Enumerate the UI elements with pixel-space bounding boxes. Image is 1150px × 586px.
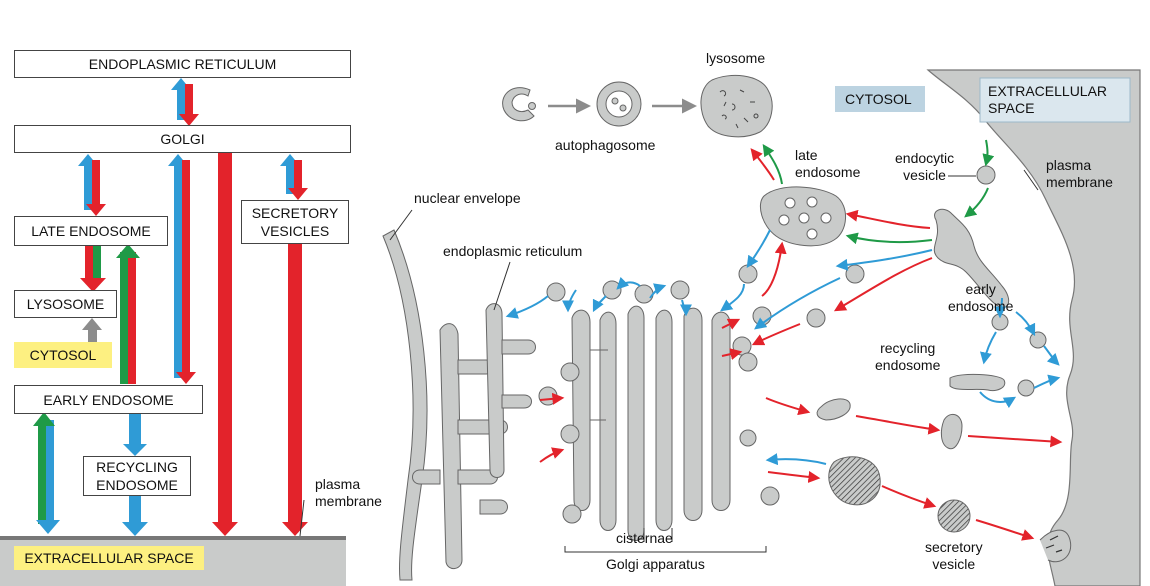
constitutive-vesicle [816,398,851,421]
recycling-arrows [979,297,1061,409]
recycling-endosome-shape [949,373,1006,391]
recycling-exocytosis-arrow [122,496,148,536]
left-plasma-membrane-line1: plasma [315,476,361,492]
endocytic-vesicle-label-1: endocytic [895,150,955,166]
cytosol-label: CYTOSOL [845,91,912,107]
plasma-membrane-bar [0,536,346,540]
er-golgi-blue-arrows [505,276,692,319]
extracellular-tag-bg [979,77,1131,123]
recycling-endosome-label-1: recycling [880,340,936,356]
endocytosis-arrow [33,412,60,534]
cytosol-lysosome-arrow [82,318,102,344]
extracellular-label-2: SPACE [988,100,1035,116]
constitutive-vesicle-2 [940,413,963,450]
er-golgi-red-arrows [539,318,743,463]
er-label: endoplasmic reticulum [443,243,583,259]
secretory-vesicles-label-2: VESICLES [260,223,330,239]
transport-vesicles [538,165,1047,524]
early-endosome-label-2: endosome [948,298,1014,314]
early-late-endosome-arrow [116,244,140,384]
cytosol-tag: CYTOSOL [14,342,112,368]
lysosome-label: lysosome [706,50,766,66]
golgi-secretion-arrow [212,153,238,536]
leader-lines [299,169,1039,553]
er-box: ENDOPLASMIC RETICULUM [14,50,351,78]
late-endosome-vesicles [778,196,832,240]
extracellular-label-1: EXTRACELLULAR [988,83,1108,99]
regulated-secretion-arrows [765,453,1035,541]
early-endosome-box: EARLY ENDOSOME [14,385,203,414]
er-box-label: ENDOPLASMIC RETICULUM [88,56,277,72]
early-recycling-arrow [123,414,147,456]
immature-granule [828,456,881,506]
cisternae-label: cisternae [616,530,673,546]
right-plasma-membrane-label-2: membrane [1046,174,1113,190]
golgi-box: GOLGI [14,125,351,153]
golgi-early-endosome-arrow [168,154,196,384]
secretory-vesicle-label-1: secretory [925,539,983,555]
nuclear-envelope-label: nuclear envelope [414,190,521,206]
lysosome-shape [700,74,773,138]
extracellular-space-tag: EXTRACELLULAR SPACE [14,546,204,570]
recycling-endosome-label-2: endosome [875,357,941,373]
er-shape [412,303,536,569]
recycling-endosome-label-1: RECYCLING [96,459,178,475]
golgi-cisternae [571,305,731,541]
secretory-vesicle-shape [937,499,971,533]
lysosome-debris [719,89,759,129]
endocytic-vesicle-label-2: vesicle [903,167,946,183]
golgi-late-endosome-arrow [78,154,106,216]
autophagosome-inner [605,90,633,118]
late-endosome-box-label: LATE ENDOSOME [31,223,151,239]
er-golgi-arrow [171,78,199,126]
secretory-vesicles-box: SECRETORY VESICLES [241,200,349,244]
left-arrows-layer [0,78,346,586]
right-plasma-membrane-label-1: plasma [1046,157,1092,173]
golgi-secretory-arrow [280,154,308,200]
secretory-vesicle-label-2: vesicle [932,556,976,572]
golgi-apparatus-label: Golgi apparatus [606,556,705,572]
cytosol-tag-label: CYTOSOL [29,347,97,363]
golgi-box-label: GOLGI [160,131,205,147]
late-endosome-label-2: endosome [795,164,861,180]
nuclear-envelope [382,229,428,581]
late-endosome-box: LATE ENDOSOME [14,216,168,246]
late-endosome-lysosome-arrow [80,246,106,292]
golgi-early-endosome-arrows [751,249,933,346]
lysosome-box: LYSOSOME [14,290,117,318]
early-endosome-label-1: early [965,281,996,297]
constitutive-secretion-arrows [765,397,1063,448]
recycling-endosome-box: RECYCLING ENDOSOME [83,456,191,496]
exocytosis-site [1039,529,1072,563]
recycling-endosome-label-2: ENDOSOME [96,477,178,493]
lysosomal-pathway-arrows [720,139,995,312]
early-endosome-box-label: EARLY ENDOSOME [43,391,174,408]
isolation-membrane [502,87,535,122]
lysosome-box-label: LYSOSOME [26,296,105,312]
extracellular-region [926,69,1141,586]
autophagosome-label: autophagosome [555,137,656,153]
late-endosome-label-1: late [795,147,818,163]
cytosol-tag-bg [835,86,925,112]
cargo-dot [528,102,536,110]
extracellular-space-tag-label: EXTRACELLULAR SPACE [24,550,194,566]
left-plasma-membrane-line2: membrane [315,493,382,509]
early-endosome-shape [933,208,1010,308]
secretory-vesicles-label-1: SECRETORY [251,205,339,221]
